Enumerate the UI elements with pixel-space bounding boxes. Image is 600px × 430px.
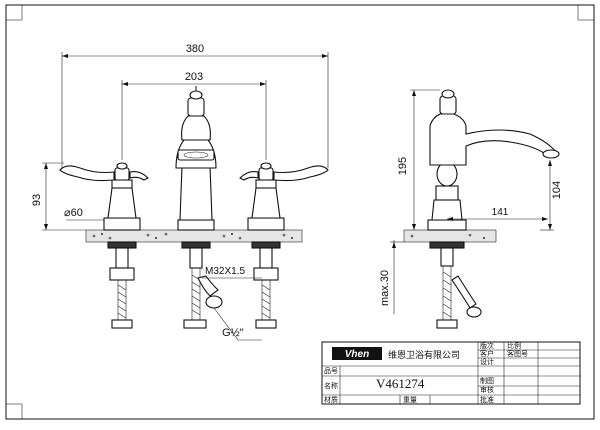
center-spout (175, 86, 217, 231)
dim-diameter-60: ⌀60 (64, 207, 83, 219)
dim-203: 203 (185, 71, 203, 83)
label-design: 设计 (480, 357, 494, 366)
dimension-handle-height: 93 (31, 162, 86, 231)
label-customer-drawing: 客图号 (507, 349, 528, 358)
countertop-hatching (92, 232, 294, 240)
side-spout-body (427, 89, 560, 231)
label-material: 材质 (324, 395, 338, 404)
dim-pipe-thread: G½" (222, 327, 244, 339)
label-draft: 制图 (480, 376, 494, 385)
countertop-section (85, 229, 303, 243)
dim-195: 195 (397, 157, 409, 175)
right-handle-valve (239, 162, 329, 231)
dim-104: 104 (551, 181, 563, 199)
side-view: 195 104 141 max.30 (379, 89, 563, 329)
dimension-spout-height: 195 (397, 89, 440, 230)
company-name: 维恩卫浴有限公司 (388, 349, 460, 360)
label-scale: 比例 (507, 341, 521, 350)
side-countertop (403, 229, 497, 243)
label-customer: 客户 (480, 349, 494, 358)
label-review: 审核 (480, 385, 494, 394)
dimension-thread: M32X1.5 (202, 266, 262, 279)
label-name: 名称 (324, 381, 338, 390)
dimension-center-spread: 203 (121, 71, 267, 160)
dim-max-30: max.30 (379, 270, 391, 306)
dimension-base-diameter: ⌀60 (64, 207, 104, 221)
border-frame (5, 4, 595, 420)
label-weight: 重量 (403, 396, 417, 404)
brand-logo-text: Vhen (345, 349, 369, 360)
dimension-pipe-thread: G½" (213, 307, 262, 341)
dim-141: 141 (492, 207, 509, 218)
side-shank-hose (429, 241, 482, 329)
dim-93: 93 (31, 194, 43, 206)
label-approve: 批准 (480, 395, 494, 404)
model-number: V461274 (376, 376, 425, 391)
dimension-outlet-height: 104 (540, 160, 563, 231)
dim-thread-m32: M32X1.5 (205, 266, 245, 277)
dim-380: 380 (186, 43, 204, 55)
under-counter-shanks (107, 241, 281, 281)
dimension-spout-reach: 141 (447, 207, 548, 221)
label-revision: 版次 (480, 341, 494, 350)
dimension-max-deck: max.30 (379, 240, 404, 314)
left-handle-valve (59, 162, 149, 231)
front-view: 380 203 93 ⌀60 M32X1.5 (31, 43, 329, 341)
title-block: Vhen 维恩卫浴有限公司 品号 名称 材质 重量 V461274 版次 比例 … (321, 341, 581, 405)
supply-hoses (111, 268, 277, 329)
label-part-no: 品号 (324, 367, 338, 375)
dimension-overall-width: 380 (61, 43, 329, 168)
brand-logo (332, 347, 382, 360)
